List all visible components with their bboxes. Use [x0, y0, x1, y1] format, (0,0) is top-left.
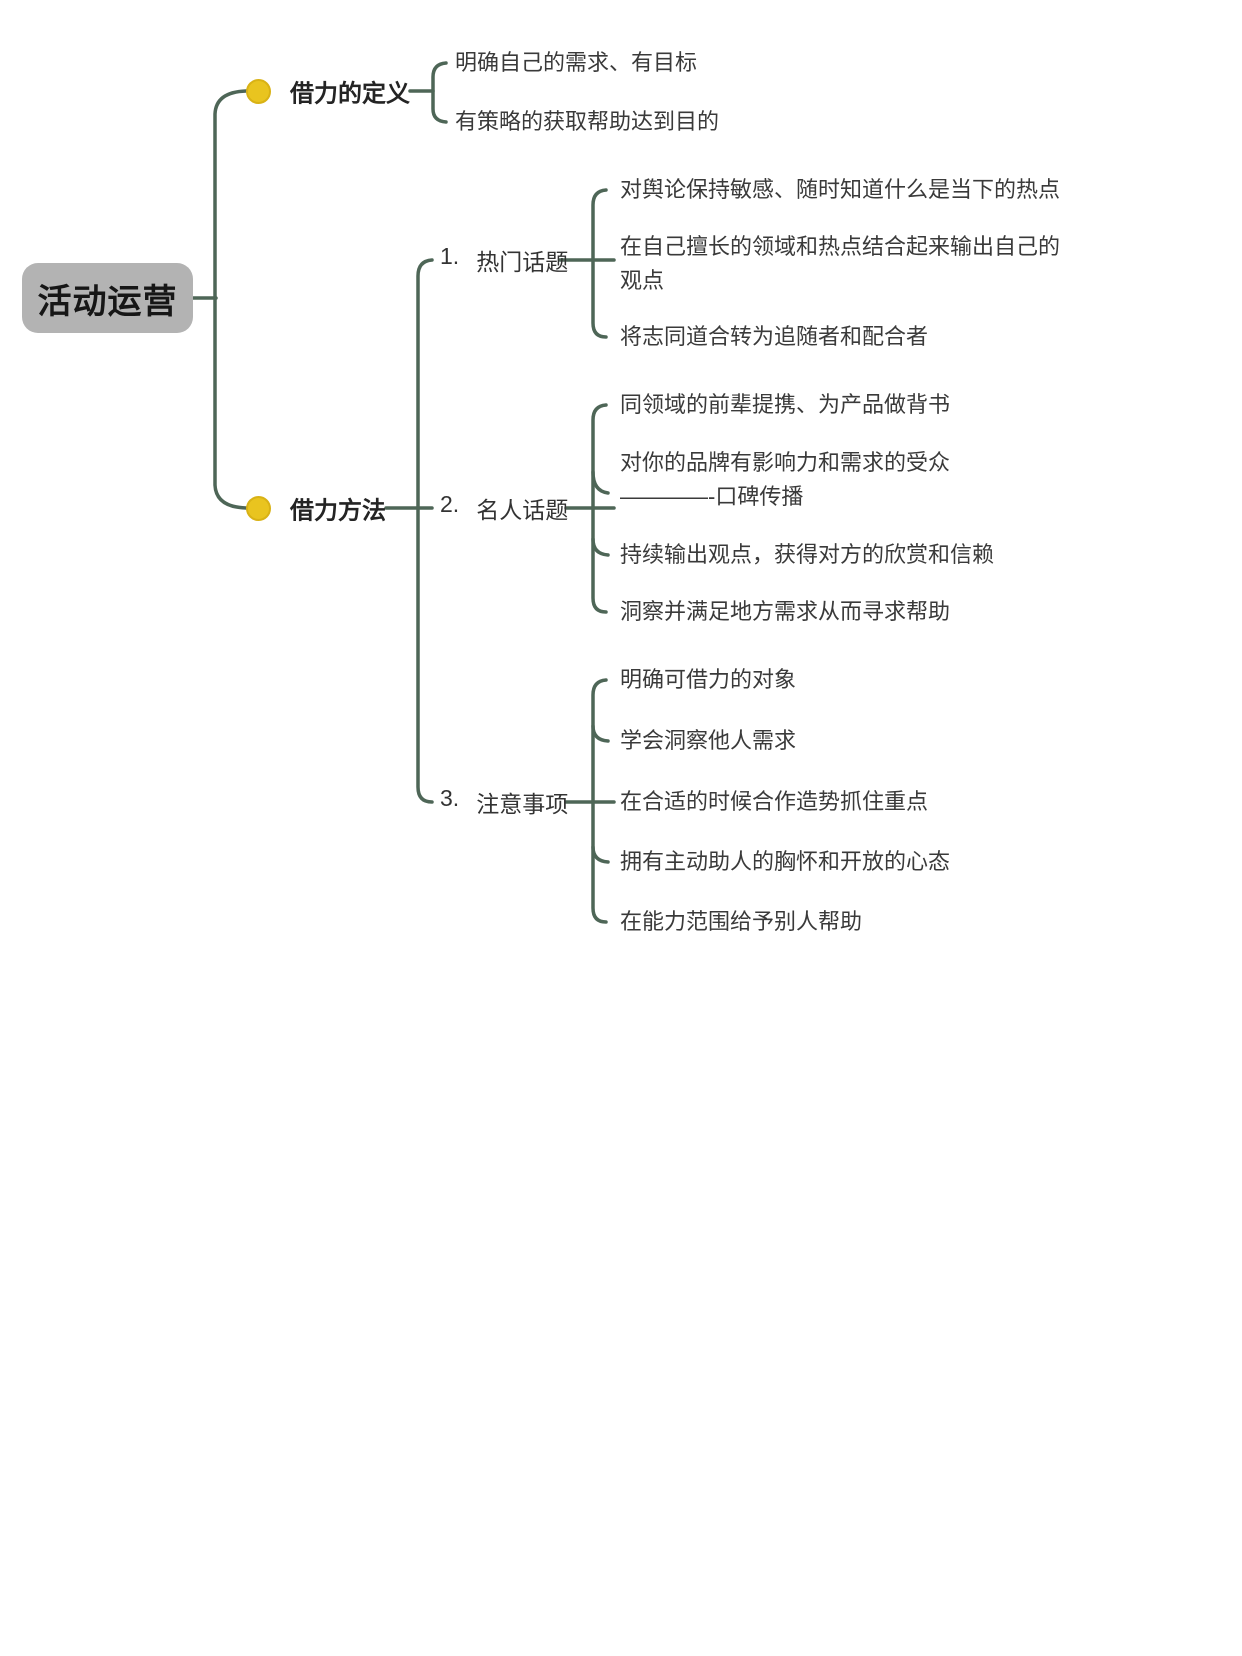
leaf-node[interactable]: 持续输出观点，获得对方的欣赏和信赖: [620, 542, 995, 567]
group-label-text: 热门话题: [476, 249, 569, 275]
yellow-dot-icon: [246, 496, 271, 521]
leaf-node[interactable]: 在能力范围给予别人帮助: [620, 909, 863, 934]
leaf-node[interactable]: 对你的品牌有影响力和需求的受众 ————-口碑传播: [620, 450, 951, 509]
branch-label-methods[interactable]: 借力方法: [290, 497, 386, 525]
leaf-node[interactable]: 学会洞察他人需求: [620, 728, 797, 753]
branch-label-definition[interactable]: 借力的定义: [290, 80, 410, 108]
group-number: 2.: [440, 491, 460, 517]
leaf-node[interactable]: 在合适的时候合作造势抓住重点: [620, 789, 929, 814]
group-number: 3.: [440, 785, 460, 811]
leaf-node[interactable]: 对舆论保持敏感、随时知道什么是当下的热点: [620, 177, 1061, 202]
yellow-dot-icon: [246, 79, 271, 104]
group-label-text: 注意事项: [476, 791, 569, 817]
leaf-node[interactable]: 拥有主动助人的胸怀和开放的心态: [620, 849, 951, 874]
leaf-node[interactable]: 有策略的获取帮助达到目的: [455, 109, 720, 134]
leaf-node[interactable]: 将志同道合转为追随者和配合者: [620, 324, 929, 349]
leaf-node[interactable]: 洞察并满足地方需求从而寻求帮助: [620, 599, 951, 624]
leaf-node[interactable]: 同领域的前辈提携、为产品做背书: [620, 392, 951, 417]
leaf-node[interactable]: 明确自己的需求、有目标: [455, 50, 698, 75]
group-number: 1.: [440, 243, 460, 269]
group-label-precautions[interactable]: 3. 注意事项: [440, 785, 568, 819]
root-node[interactable]: 活动运营: [22, 263, 193, 333]
leaf-node[interactable]: 明确可借力的对象: [620, 667, 797, 692]
leaf-node[interactable]: 在自己擅长的领域和热点结合起来输出自己的 观点: [620, 234, 1061, 293]
group-label-hot-topics[interactable]: 1. 热门话题: [440, 243, 568, 277]
group-label-text: 名人话题: [476, 497, 569, 523]
group-label-celebrity-topics[interactable]: 2. 名人话题: [440, 491, 568, 525]
